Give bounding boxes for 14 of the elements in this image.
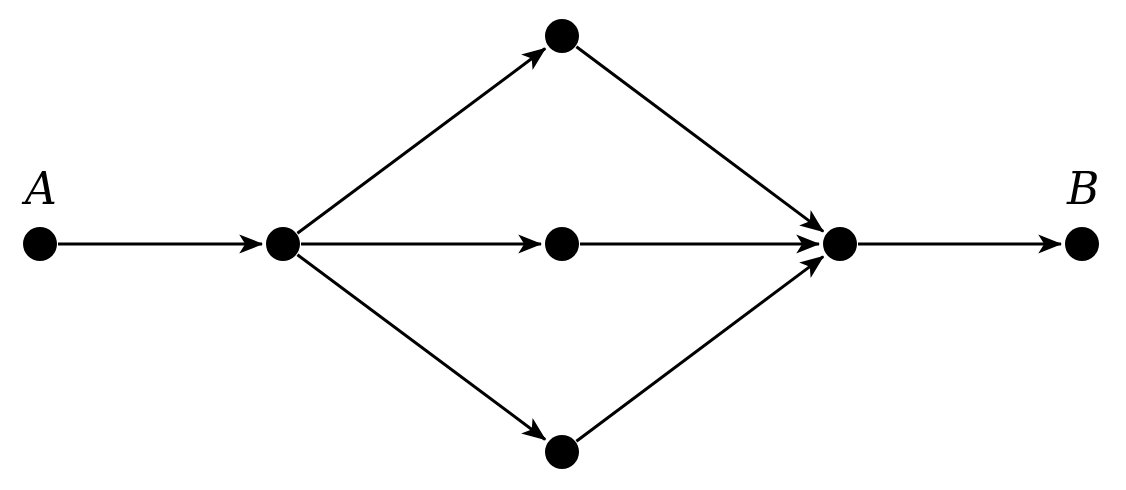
node-dot — [266, 227, 300, 261]
node-dot — [545, 227, 579, 261]
arrow — [296, 47, 547, 235]
node-dot — [823, 227, 857, 261]
arrow — [580, 234, 821, 254]
arrow — [301, 234, 543, 254]
node-dot — [545, 435, 579, 469]
arrow — [575, 255, 825, 443]
arrow — [296, 253, 547, 441]
arrow — [858, 234, 1063, 254]
node-dot — [545, 19, 579, 53]
arrow — [58, 234, 264, 254]
arrow — [575, 45, 825, 233]
node-label: B — [1067, 167, 1100, 211]
